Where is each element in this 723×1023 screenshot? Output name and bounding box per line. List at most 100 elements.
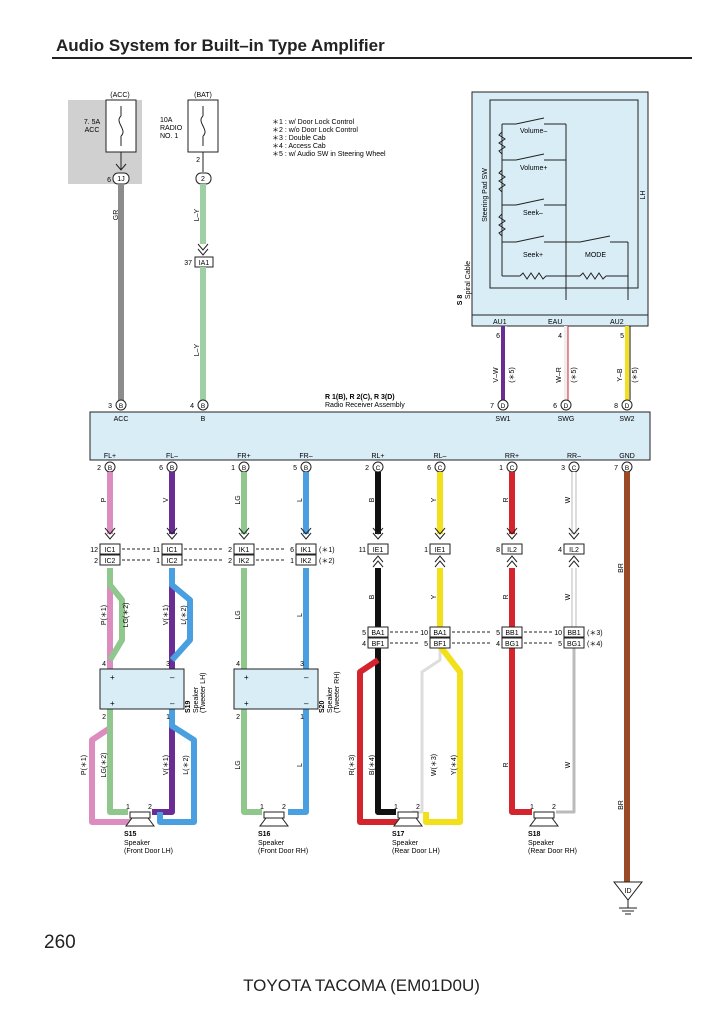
fl-wire-label: V(＊1) bbox=[163, 605, 170, 625]
page-number: 260 bbox=[44, 932, 76, 953]
tweeter-lh-box bbox=[99, 668, 185, 710]
wire-arrow bbox=[166, 527, 178, 535]
conn-low-2-label: BF1 bbox=[372, 641, 385, 648]
tweeter-rh-pin-1: 1 bbox=[300, 714, 304, 721]
tweeter-rh-plus-bottom: + bbox=[244, 699, 249, 708]
conn-low-1-label: BB1 bbox=[505, 630, 518, 637]
au1-wire-label: V–W bbox=[493, 367, 500, 383]
conn-low-1-pin: 5 bbox=[362, 630, 366, 637]
receiver-id: R 1(B), R 2(C), R 3(D) bbox=[325, 394, 395, 401]
ground-triangle bbox=[612, 881, 644, 901]
receiver-bottom-pin-label: FR+ bbox=[237, 453, 250, 460]
ia1-label: IA1 bbox=[199, 260, 210, 267]
switch-seek-up: Seek+ bbox=[523, 252, 543, 259]
rl-lower-wire-label: W(＊3) bbox=[431, 754, 438, 776]
receiver-bottom-pin-label: RR– bbox=[567, 453, 581, 460]
fl-wire-label: LG(＊2) bbox=[123, 603, 130, 628]
wire-arrow bbox=[238, 527, 250, 535]
receiver-bottom-wire-label: LG bbox=[235, 495, 242, 504]
speaker-icon bbox=[397, 811, 419, 819]
spiral-pin-au1: AU1 bbox=[493, 319, 507, 326]
conn-low-2-box bbox=[367, 637, 389, 649]
receiver-top-pin-label: SWG bbox=[558, 416, 575, 423]
receiver-bottom-wire-label: L bbox=[297, 498, 304, 502]
receiver-bottom-pin-num: 1 bbox=[499, 465, 503, 472]
conn-low-1-label: BB1 bbox=[567, 630, 580, 637]
conn-mid-left-1-label: IK1 bbox=[301, 547, 312, 554]
speaker-location: (Front Door RH) bbox=[258, 848, 308, 855]
conn-mid-right-pin: 11 bbox=[359, 547, 366, 554]
note-3: ＊3 : Double Cab bbox=[272, 135, 326, 142]
wire-arrow-up bbox=[506, 560, 518, 568]
conn-mid-left-2-label: IK2 bbox=[239, 558, 250, 565]
bat-pin: 2 bbox=[196, 157, 200, 164]
receiver-bottom-pin-num: 2 bbox=[97, 465, 101, 472]
conn-low-1-box bbox=[501, 626, 523, 638]
fr-lower-wire-label: LG bbox=[235, 760, 242, 769]
conn-mid-left-2-label: IK2 bbox=[301, 558, 312, 565]
acc-fuse-name: ACC bbox=[85, 127, 100, 134]
wire-arrow bbox=[372, 532, 384, 540]
conn-mid-left-2-pin: 2 bbox=[94, 558, 98, 565]
conn-mid-left-1-box bbox=[99, 543, 121, 555]
ia1-arrow2 bbox=[197, 248, 209, 256]
conn-mid-left-1-pin: 11 bbox=[153, 547, 160, 554]
acc-source: (ACC) bbox=[110, 92, 129, 99]
tweeter-rh-plus-top: + bbox=[244, 673, 249, 682]
tweeter-lh-label1: Speaker bbox=[193, 686, 200, 713]
receiver-bottom-pin-conn-label: C bbox=[376, 465, 381, 472]
tweeter-lh-minus-top: – bbox=[170, 673, 175, 682]
conn-mid-left-1-pin: 2 bbox=[228, 547, 232, 554]
receiver-bottom-pin-conn-label: B bbox=[304, 465, 308, 472]
receiver-top-pin-label: B bbox=[201, 416, 206, 423]
speaker-id: S16 bbox=[258, 831, 271, 838]
rl-mid-wire-label: B bbox=[369, 594, 376, 599]
fl-wire-label: L(＊2) bbox=[181, 605, 188, 624]
conn-low-1-pin: 10 bbox=[420, 630, 428, 637]
speaker-pin-2: 2 bbox=[282, 804, 286, 811]
receiver-bottom-pin-conn-label: C bbox=[572, 465, 577, 472]
footer-model: TOYOTA TACOMA (EM01D0U) bbox=[243, 976, 480, 995]
wire-arrow-up bbox=[372, 560, 384, 568]
speaker-cone-icon bbox=[259, 817, 289, 827]
speaker-pin-1: 1 bbox=[394, 804, 398, 811]
conn-mid-right-pin: 4 bbox=[558, 547, 562, 554]
acc-connector-label: 1J bbox=[117, 176, 124, 183]
fr-wire-label: LG bbox=[235, 610, 242, 619]
page-title: Audio System for Built–in Type Amplifier bbox=[56, 36, 385, 55]
conn-mid-left-2-box bbox=[295, 554, 317, 566]
bat-fuse-name1: RADIO bbox=[160, 125, 183, 132]
speaker-pin-1: 1 bbox=[530, 804, 534, 811]
fl-lower-wire-label: L(＊2) bbox=[183, 755, 190, 774]
conn-mid-left-1-label: IK1 bbox=[239, 547, 250, 554]
speaker-location: (Rear Door LH) bbox=[392, 848, 440, 855]
conn-low-2-pin: 5 bbox=[558, 641, 562, 648]
rl-lower-wire-label: R(＊3) bbox=[349, 755, 356, 776]
acc-fuse-icon bbox=[118, 106, 124, 146]
receiver-top-pin-num: 8 bbox=[614, 403, 618, 410]
speaker-pin-1: 1 bbox=[126, 804, 130, 811]
wire-arrow bbox=[372, 527, 384, 535]
conn-mid-left-1-pin: 6 bbox=[290, 547, 294, 554]
tweeter-rh-minus-bottom: – bbox=[304, 699, 309, 708]
conn-low-2-pin: 4 bbox=[496, 641, 500, 648]
ia1-arrow1 bbox=[197, 243, 209, 251]
receiver-bottom-pin-num: 2 bbox=[365, 465, 369, 472]
ground-label: ID bbox=[625, 888, 632, 895]
tweeter-lh-pin-2: 2 bbox=[102, 714, 106, 721]
tweeter-lh-plus-bottom: + bbox=[110, 699, 115, 708]
tweeter-rh-box bbox=[233, 668, 319, 710]
receiver-top-pin-conn bbox=[197, 399, 209, 411]
conn-low-1-box bbox=[563, 626, 585, 638]
title-rule bbox=[52, 57, 692, 59]
conn-low-1-pin: 10 bbox=[554, 630, 562, 637]
speaker-pin-1: 1 bbox=[260, 804, 264, 811]
rr-lower-wire-label: R bbox=[503, 762, 510, 767]
rl-r-lower-wire bbox=[357, 657, 409, 825]
receiver-bottom-pin-conn-label: B bbox=[242, 465, 246, 472]
wire-arrow bbox=[104, 527, 116, 535]
conn-low-1-note: (＊3) bbox=[587, 630, 603, 637]
conn-mid-left-2-pin: 2 bbox=[228, 558, 232, 565]
